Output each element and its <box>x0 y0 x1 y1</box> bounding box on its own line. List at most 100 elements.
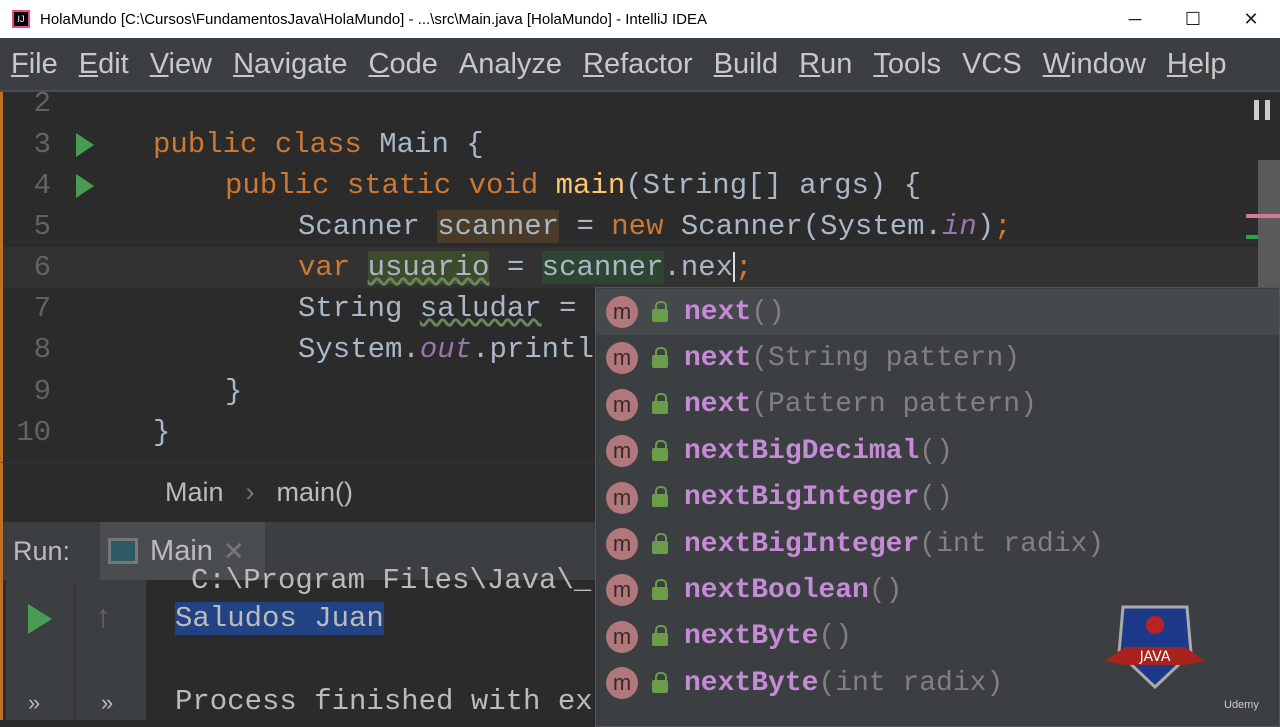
svg-text:JAVA: JAVA <box>1139 649 1171 665</box>
token: in <box>941 210 977 243</box>
menu-bar: File Edit View Navigate Code Analyze Refactor B… <box>0 38 1280 92</box>
minimize-button[interactable]: ─ <box>1128 8 1142 29</box>
completion-match: nex <box>684 621 735 653</box>
menu-label: Analyze <box>458 47 563 80</box>
run-tab-main[interactable]: Main ✕ <box>100 522 265 580</box>
completion-rest: tBigInteger <box>734 528 920 560</box>
completion-rest: tBigDecimal <box>734 435 920 467</box>
completion-match: nex <box>684 528 735 560</box>
run-toolbar-right: ↑ » <box>74 580 146 720</box>
completion-rest: tBigInteger <box>734 482 920 514</box>
close-tab-icon[interactable]: ✕ <box>222 535 245 566</box>
completion-rest: t <box>734 296 752 328</box>
token: public static void <box>225 169 556 202</box>
menu-refactor[interactable]: Refactor <box>583 48 693 81</box>
code-line: 9} <box>3 371 1259 412</box>
udemy-watermark: Udemy <box>1224 699 1259 711</box>
menu-build[interactable]: Build <box>714 48 779 81</box>
menu-label: iew <box>168 47 213 80</box>
completion-match: nex <box>684 482 735 514</box>
menu-tools[interactable]: Tools <box>873 48 941 81</box>
run-tab-label: Main <box>150 534 213 567</box>
error-marker[interactable] <box>1246 214 1280 218</box>
run-toolbar-left: » <box>6 580 74 720</box>
mnemonic: R <box>583 47 604 80</box>
run-gutter-icon[interactable] <box>76 174 94 198</box>
line-number: 5 <box>33 210 51 243</box>
menu-edit[interactable]: Edit <box>79 48 129 81</box>
menu-vcs[interactable]: VCS <box>962 48 1022 81</box>
menu-label: efactor <box>604 47 693 80</box>
mnemonic: B <box>713 47 734 80</box>
title-bar: IJ HolaMundo [C:\Cursos\FundamentosJava\… <box>0 0 1280 38</box>
token: ) <box>976 210 995 243</box>
token: = <box>559 210 612 243</box>
breadcrumb: Main › main() <box>0 462 600 522</box>
menu-window[interactable]: Window <box>1043 48 1146 81</box>
menu-label: avigate <box>254 47 348 80</box>
completion-rest: t <box>734 342 752 374</box>
close-button[interactable]: ✕ <box>1243 8 1259 29</box>
line-number: 8 <box>33 333 51 366</box>
line-number: 2 <box>33 87 51 120</box>
menu-view[interactable]: View <box>150 48 212 81</box>
line-number: 4 <box>33 169 51 202</box>
menu-file[interactable]: File <box>11 48 58 81</box>
completion-match: nex <box>684 342 735 374</box>
change-marker[interactable] <box>1246 235 1258 239</box>
completion-params: () <box>818 621 853 653</box>
pause-icon[interactable] <box>1254 100 1270 120</box>
line-number: 10 <box>16 416 51 449</box>
menu-code[interactable]: Code <box>369 48 438 81</box>
method-icon: m <box>606 481 638 514</box>
line-number: 3 <box>33 128 51 161</box>
completion-params: (int radix) <box>919 528 1105 560</box>
more-actions-icon[interactable]: » <box>101 690 114 715</box>
menu-label: ile <box>28 47 58 80</box>
token: Scanner <box>298 210 438 243</box>
line-number: 9 <box>33 375 51 408</box>
completion-rest: tByte <box>734 667 819 699</box>
completion-match: nex <box>684 296 735 328</box>
menu-label: ools <box>887 47 942 80</box>
line-number: 7 <box>33 292 51 325</box>
rerun-icon[interactable] <box>28 604 52 634</box>
breadcrumb-method[interactable]: main() <box>276 477 354 507</box>
token: } <box>225 375 243 408</box>
completion-match: nex <box>684 435 735 467</box>
token: } <box>153 416 171 449</box>
menu-label: VCS <box>962 47 1022 80</box>
public-access-icon <box>652 671 668 693</box>
up-arrow-icon[interactable]: ↑ <box>95 598 111 634</box>
menu-label: dit <box>98 47 129 80</box>
text-caret <box>733 252 736 283</box>
completion-match: nex <box>684 574 735 606</box>
completion-params: () <box>919 482 953 514</box>
run-gutter-icon[interactable] <box>76 133 94 157</box>
menu-run[interactable]: Run <box>799 48 852 81</box>
breadcrumb-class[interactable]: Main <box>165 477 224 507</box>
maximize-button[interactable]: ☐ <box>1184 8 1202 29</box>
universidad-java-logo: JAVA <box>1105 605 1205 690</box>
more-actions-icon[interactable]: » <box>28 690 41 715</box>
completion-rest: tBoolean <box>734 574 869 606</box>
completion-params: (int radix) <box>818 667 1004 699</box>
menu-label: uild <box>733 47 779 80</box>
method-icon: m <box>606 388 638 421</box>
menu-navigate[interactable]: Navigate <box>233 48 347 81</box>
mnemonic: H <box>1166 47 1188 80</box>
menu-analyze[interactable]: Analyze <box>459 48 562 81</box>
menu-help[interactable]: Help <box>1167 48 1227 81</box>
